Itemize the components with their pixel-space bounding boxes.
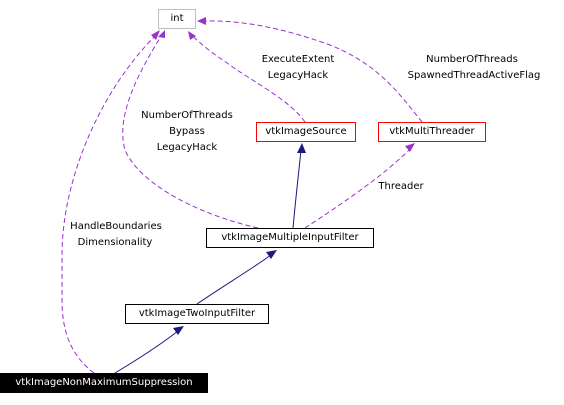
arrowhead-multipleinput-int <box>158 30 165 38</box>
edge-multipleinput-to-imagesource <box>292 149 302 229</box>
node-vtkmultithreader[interactable]: vtkMultiThreader <box>378 122 486 142</box>
label-dimensionality: Dimensionality <box>77 237 153 248</box>
edge-twoinput-to-multipleinput <box>196 254 272 305</box>
edge-multithreader-to-multipleinput <box>304 146 413 229</box>
label-numberofthreads-threader: NumberOfThreads <box>426 54 518 65</box>
edge-nonmaxsuppression-to-twoinput <box>114 330 179 374</box>
label-legacyhack-source: LegacyHack <box>267 70 329 81</box>
node-vtkimagenonmaximumsuppression[interactable]: vtkImageNonMaximumSuppression <box>0 373 208 393</box>
arrowhead-imagesource-int <box>188 31 196 40</box>
edge-multipleinput-to-int <box>122 32 259 229</box>
label-executeextent: ExecuteExtent <box>261 54 335 65</box>
node-vtkimagesource[interactable]: vtkImageSource <box>256 122 356 142</box>
label-numberofthreads-mif: NumberOfThreads <box>141 110 233 121</box>
arrowhead-imagesource <box>297 143 306 153</box>
node-vtkimagemultipleinputfilter[interactable]: vtkImageMultipleInputFilter <box>206 228 374 248</box>
edge-multithreader-to-int <box>201 20 423 123</box>
label-legacyhack-mif: LegacyHack <box>156 142 218 153</box>
label-spawnedthreadactiveflag: SpawnedThreadActiveFlag <box>407 70 541 81</box>
arrowhead-multithreader-int <box>197 17 206 25</box>
node-vtkimagetwoinputfilter[interactable]: vtkImageTwoInputFilter <box>125 304 269 324</box>
arrowhead-multipleinput <box>266 250 277 259</box>
node-int[interactable]: int <box>158 9 196 29</box>
label-handleboundaries: HandleBoundaries <box>70 221 162 232</box>
edge-nonmaxsuppression-to-int <box>61 32 159 374</box>
edge-imagesource-to-int <box>191 34 306 123</box>
arrowhead-nonmaxsuppression-int <box>151 30 160 40</box>
arrowhead-twoinput <box>173 326 184 335</box>
label-bypass: Bypass <box>169 126 205 137</box>
arrowhead-multithreader-multipleinput <box>405 143 415 152</box>
label-threader: Threader <box>378 181 424 192</box>
